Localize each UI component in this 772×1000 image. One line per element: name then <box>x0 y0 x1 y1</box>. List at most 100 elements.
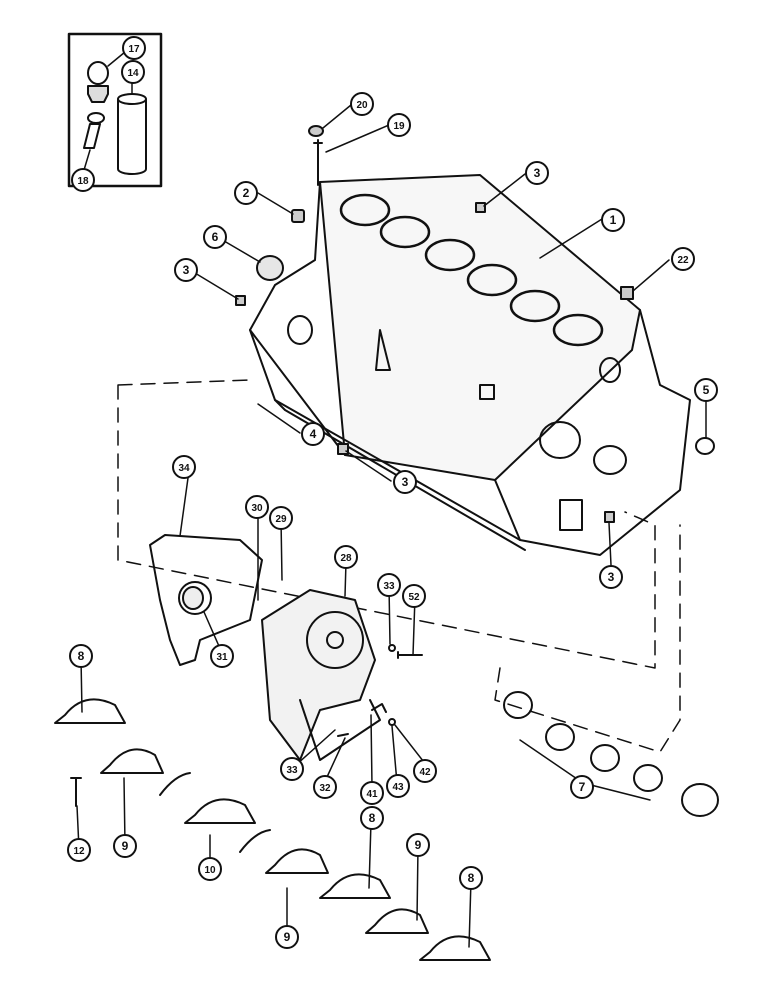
callout-circle <box>601 208 625 232</box>
callout-22: 22 <box>671 247 695 271</box>
bolt-32 <box>337 733 349 737</box>
callout-3: 3 <box>393 470 417 494</box>
callout-circle <box>210 644 234 668</box>
cover-28 <box>261 589 381 761</box>
leader-lines <box>76 51 707 948</box>
callout-label: 41 <box>366 789 378 800</box>
bolt-12 <box>70 777 82 807</box>
callout-42: 42 <box>413 759 437 783</box>
callout-circle <box>113 834 137 858</box>
callout-circle <box>69 644 93 668</box>
callout-circle <box>671 247 695 271</box>
bearing-cap-8c <box>419 935 491 961</box>
bearing-cap-9c <box>365 908 429 934</box>
callout-circle <box>71 168 95 192</box>
bearing-cap-10 <box>184 798 256 824</box>
callout-label: 9 <box>122 839 129 853</box>
bolt-52 <box>397 651 423 659</box>
callout-circle <box>275 925 299 949</box>
callout-label: 8 <box>369 811 376 825</box>
callout-circle <box>121 60 145 84</box>
clip-41 <box>371 703 387 713</box>
callout-7: 7 <box>570 775 594 799</box>
callout-label: 52 <box>408 592 420 603</box>
callout-label: 9 <box>415 838 422 852</box>
callout-19: 19 <box>387 113 411 137</box>
bearing-cap-9b <box>265 848 329 874</box>
callout-8: 8 <box>69 644 93 668</box>
callout-label: 4 <box>310 427 317 441</box>
bearing-cap-8a <box>54 698 126 724</box>
callout-28: 28 <box>334 545 358 569</box>
callout-43: 43 <box>386 774 410 798</box>
callout-circle <box>301 422 325 446</box>
callout-circle <box>334 545 358 569</box>
plug-3-mid <box>337 443 349 455</box>
bearing-cap-9a <box>100 748 164 774</box>
callout-circle <box>570 775 594 799</box>
stud-19 <box>313 139 323 186</box>
callout-10: 10 <box>198 857 222 881</box>
insert-half-b <box>239 829 271 853</box>
bearing-cap-8b <box>319 873 391 899</box>
callout-label: 42 <box>419 767 431 778</box>
callout-31: 31 <box>210 644 234 668</box>
callout-label: 19 <box>393 121 405 132</box>
plug-3-top <box>475 202 486 213</box>
callout-label: 5 <box>703 383 710 397</box>
callout-circle <box>387 113 411 137</box>
callout-3: 3 <box>599 565 623 589</box>
callout-8: 8 <box>360 806 384 830</box>
callout-29: 29 <box>269 506 293 530</box>
plug-3-left <box>235 295 246 306</box>
callout-label: 1 <box>610 213 617 227</box>
gasket-34 <box>149 534 263 666</box>
callout-label: 8 <box>78 649 85 663</box>
part-42 <box>388 718 396 726</box>
callout-label: 3 <box>402 475 409 489</box>
callout-circle <box>174 258 198 282</box>
callout-circle <box>402 584 426 608</box>
fitting-22 <box>620 286 634 300</box>
callout-label: 30 <box>251 503 263 514</box>
callout-9: 9 <box>406 833 430 857</box>
callout-circle <box>525 161 549 185</box>
callout-circle <box>172 455 196 479</box>
callout-9: 9 <box>275 925 299 949</box>
callout-label: 14 <box>127 68 139 79</box>
washer-33-top <box>388 644 396 652</box>
callout-52: 52 <box>402 584 426 608</box>
callout-circle <box>386 774 410 798</box>
callout-label: 28 <box>340 553 352 564</box>
callout-circle <box>198 857 222 881</box>
inset-box <box>67 32 163 188</box>
callout-2: 2 <box>234 181 258 205</box>
callout-label: 2 <box>243 186 250 200</box>
callout-17: 17 <box>122 36 146 60</box>
callout-label: 18 <box>77 176 89 187</box>
callout-label: 3 <box>608 570 615 584</box>
callout-14: 14 <box>121 60 145 84</box>
callout-4: 4 <box>301 422 325 446</box>
callout-circle <box>269 506 293 530</box>
callout-circle <box>350 92 374 116</box>
callout-circle <box>67 838 91 862</box>
callout-12: 12 <box>67 838 91 862</box>
plug-5 <box>695 437 715 455</box>
callout-circle <box>313 775 337 799</box>
callout-circle <box>694 378 718 402</box>
cam-bearings-7 <box>503 691 719 817</box>
callout-8: 8 <box>459 866 483 890</box>
callout-32: 32 <box>313 775 337 799</box>
dashed-boundary-bearings <box>494 524 681 753</box>
callout-30: 30 <box>245 495 269 519</box>
callout-layer: 1714182019321622354334302928333523183332… <box>67 36 718 949</box>
callout-label: 22 <box>677 255 689 266</box>
cylinder-bores <box>339 193 604 347</box>
callout-label: 31 <box>216 652 228 663</box>
callout-label: 43 <box>392 782 404 793</box>
plug-3-right <box>604 511 615 523</box>
callout-6: 6 <box>203 225 227 249</box>
insert-half-a <box>159 772 191 796</box>
